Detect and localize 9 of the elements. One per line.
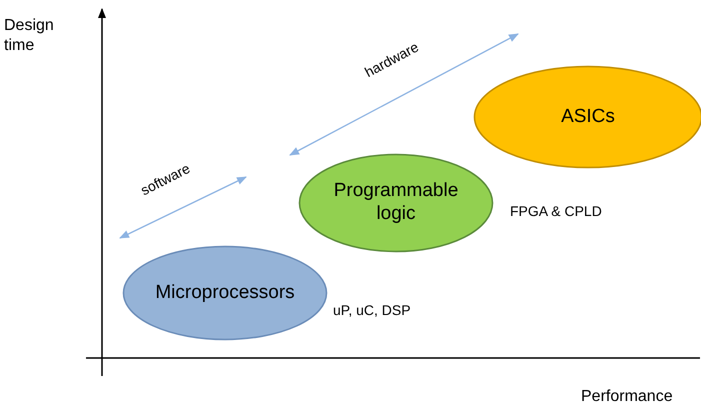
ellipse: [122, 245, 328, 341]
node-caption: FPGA & CPLD: [510, 203, 602, 219]
node-label: Microprocessors: [154, 282, 296, 304]
node-label: ASICs: [560, 106, 616, 128]
axis-title: Design time: [4, 16, 55, 56]
node-caption: uP, uC, DSP: [333, 302, 411, 318]
node-label: Programmable logic: [332, 180, 460, 226]
axis-title: Performance: [581, 388, 673, 406]
ellipse: [298, 153, 494, 253]
